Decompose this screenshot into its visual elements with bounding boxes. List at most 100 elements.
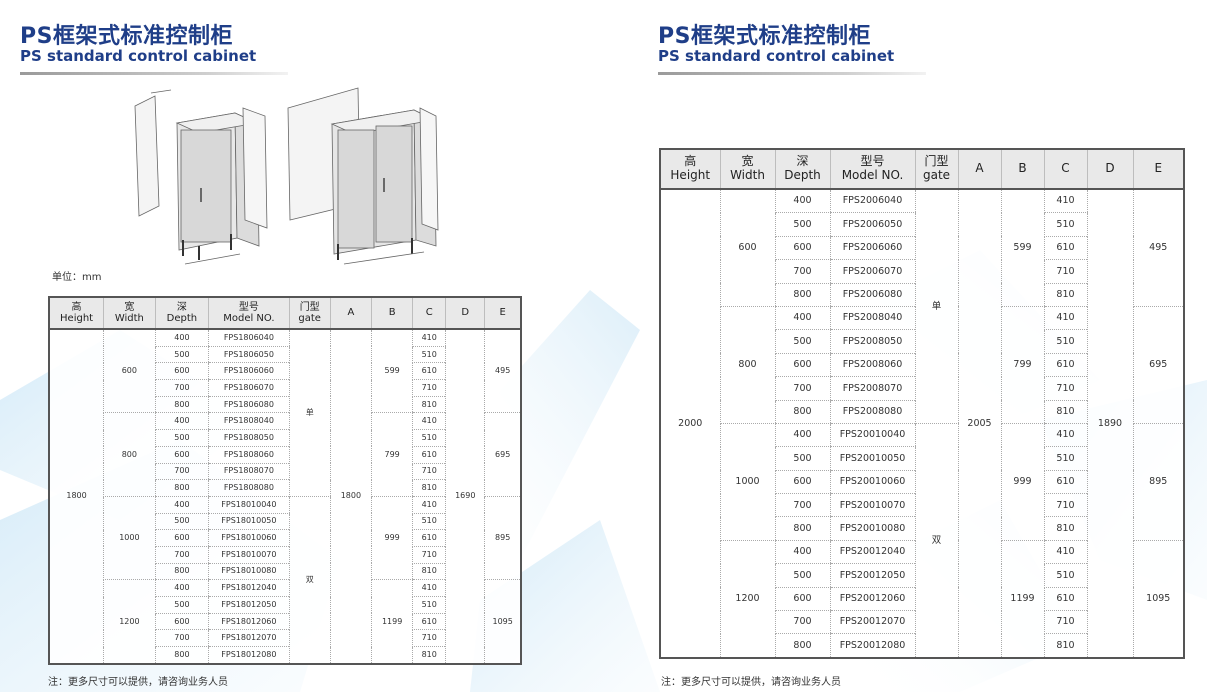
c-cell: 510 — [1043, 212, 1087, 237]
c-cell: 410 — [412, 496, 446, 514]
depth-cell: 600 — [774, 587, 830, 612]
c-cell: 410 — [412, 412, 446, 431]
column-header-en: Width — [730, 168, 765, 182]
model-cell: FPS18012060 — [208, 613, 290, 631]
c-cell: 510 — [412, 346, 446, 364]
column-header-en: Height — [670, 168, 711, 182]
c-cell: 410 — [412, 579, 446, 597]
model-cell: FPS20010070 — [829, 493, 915, 518]
depth-cell: 500 — [774, 446, 830, 471]
depth-cell: 600 — [154, 529, 209, 547]
e-cell: 895 — [1132, 423, 1184, 541]
column-header-en: Depth — [784, 168, 821, 182]
column-header: C — [412, 297, 446, 330]
depth-cell: 400 — [774, 540, 830, 565]
gate-cell: 双 — [288, 496, 331, 665]
e-cell: 1095 — [484, 579, 521, 665]
double-door-cabinet-drawing — [287, 87, 439, 265]
footnote: 注：更多尺寸可以提供，请咨询业务人员 — [48, 677, 228, 688]
column-header-en: E — [1154, 161, 1163, 176]
c-cell: 810 — [412, 479, 446, 497]
model-cell: FPS20012080 — [829, 633, 915, 659]
column-header-cn: 型号 — [860, 154, 885, 169]
b-cell: 999 — [371, 496, 413, 581]
c-cell: 610 — [412, 529, 446, 547]
c-cell: 510 — [1043, 446, 1087, 471]
model-cell: FPS1808060 — [208, 446, 290, 464]
c-cell: 710 — [1043, 259, 1087, 284]
depth-cell: 500 — [774, 212, 830, 237]
column-header-en: D — [461, 307, 470, 319]
d-cell: 1890 — [1086, 189, 1133, 659]
depth-cell: 700 — [154, 463, 209, 481]
footnote: 注：更多尺寸可以提供，请咨询业务人员 — [661, 677, 841, 688]
model-cell: FPS2008060 — [829, 353, 915, 378]
page-title-en: PS standard control cabinet — [20, 47, 257, 65]
depth-cell: 500 — [774, 563, 830, 588]
depth-cell: 600 — [154, 446, 209, 464]
depth-cell: 700 — [154, 379, 209, 397]
c-cell: 710 — [412, 629, 446, 648]
depth-cell: 700 — [774, 610, 830, 635]
model-cell: FPS1806040 — [208, 329, 290, 347]
depth-cell: 400 — [774, 189, 830, 214]
depth-cell: 700 — [774, 259, 830, 284]
page-title-cn: PS框架式标准控制柜 — [20, 24, 233, 49]
depth-cell: 400 — [154, 496, 209, 514]
model-cell: FPS20010060 — [829, 470, 915, 495]
model-cell: FPS18012080 — [208, 646, 290, 665]
b-cell: 1199 — [1000, 540, 1044, 659]
c-cell: 610 — [412, 446, 446, 464]
model-cell: FPS20010080 — [829, 516, 915, 541]
model-cell: FPS18012040 — [208, 579, 290, 597]
column-header-en: D — [1105, 161, 1115, 176]
column-header: E — [1132, 149, 1184, 190]
column-header: C — [1043, 149, 1087, 190]
c-cell: 510 — [412, 513, 446, 531]
depth-cell: 800 — [154, 396, 209, 414]
c-cell: 710 — [412, 463, 446, 481]
depth-cell: 500 — [154, 513, 209, 531]
b-cell: 599 — [371, 329, 413, 414]
column-header-en: gate — [922, 168, 951, 182]
e-cell: 1095 — [1132, 540, 1184, 659]
c-cell: 710 — [1043, 610, 1087, 635]
page-title-cn: PS框架式标准控制柜 — [658, 24, 871, 49]
width-cell: 600 — [719, 189, 775, 307]
model-cell: FPS2006060 — [829, 236, 915, 261]
depth-cell: 800 — [774, 400, 830, 424]
c-cell: 710 — [412, 546, 446, 564]
b-cell: 799 — [1000, 306, 1044, 424]
depth-cell: 500 — [154, 346, 209, 364]
right-page: PS框架式标准控制柜 PS standard control cabinet 高… — [604, 0, 1207, 692]
column-header-en: Width — [114, 313, 144, 324]
depth-cell: 600 — [774, 236, 830, 261]
c-cell: 610 — [1043, 236, 1087, 261]
column-header-en: C — [1061, 161, 1070, 176]
model-cell: FPS2006080 — [829, 283, 915, 307]
depth-cell: 400 — [774, 306, 830, 331]
depth-cell: 500 — [154, 596, 209, 614]
c-cell: 710 — [1043, 376, 1087, 401]
column-header: D — [445, 297, 485, 330]
